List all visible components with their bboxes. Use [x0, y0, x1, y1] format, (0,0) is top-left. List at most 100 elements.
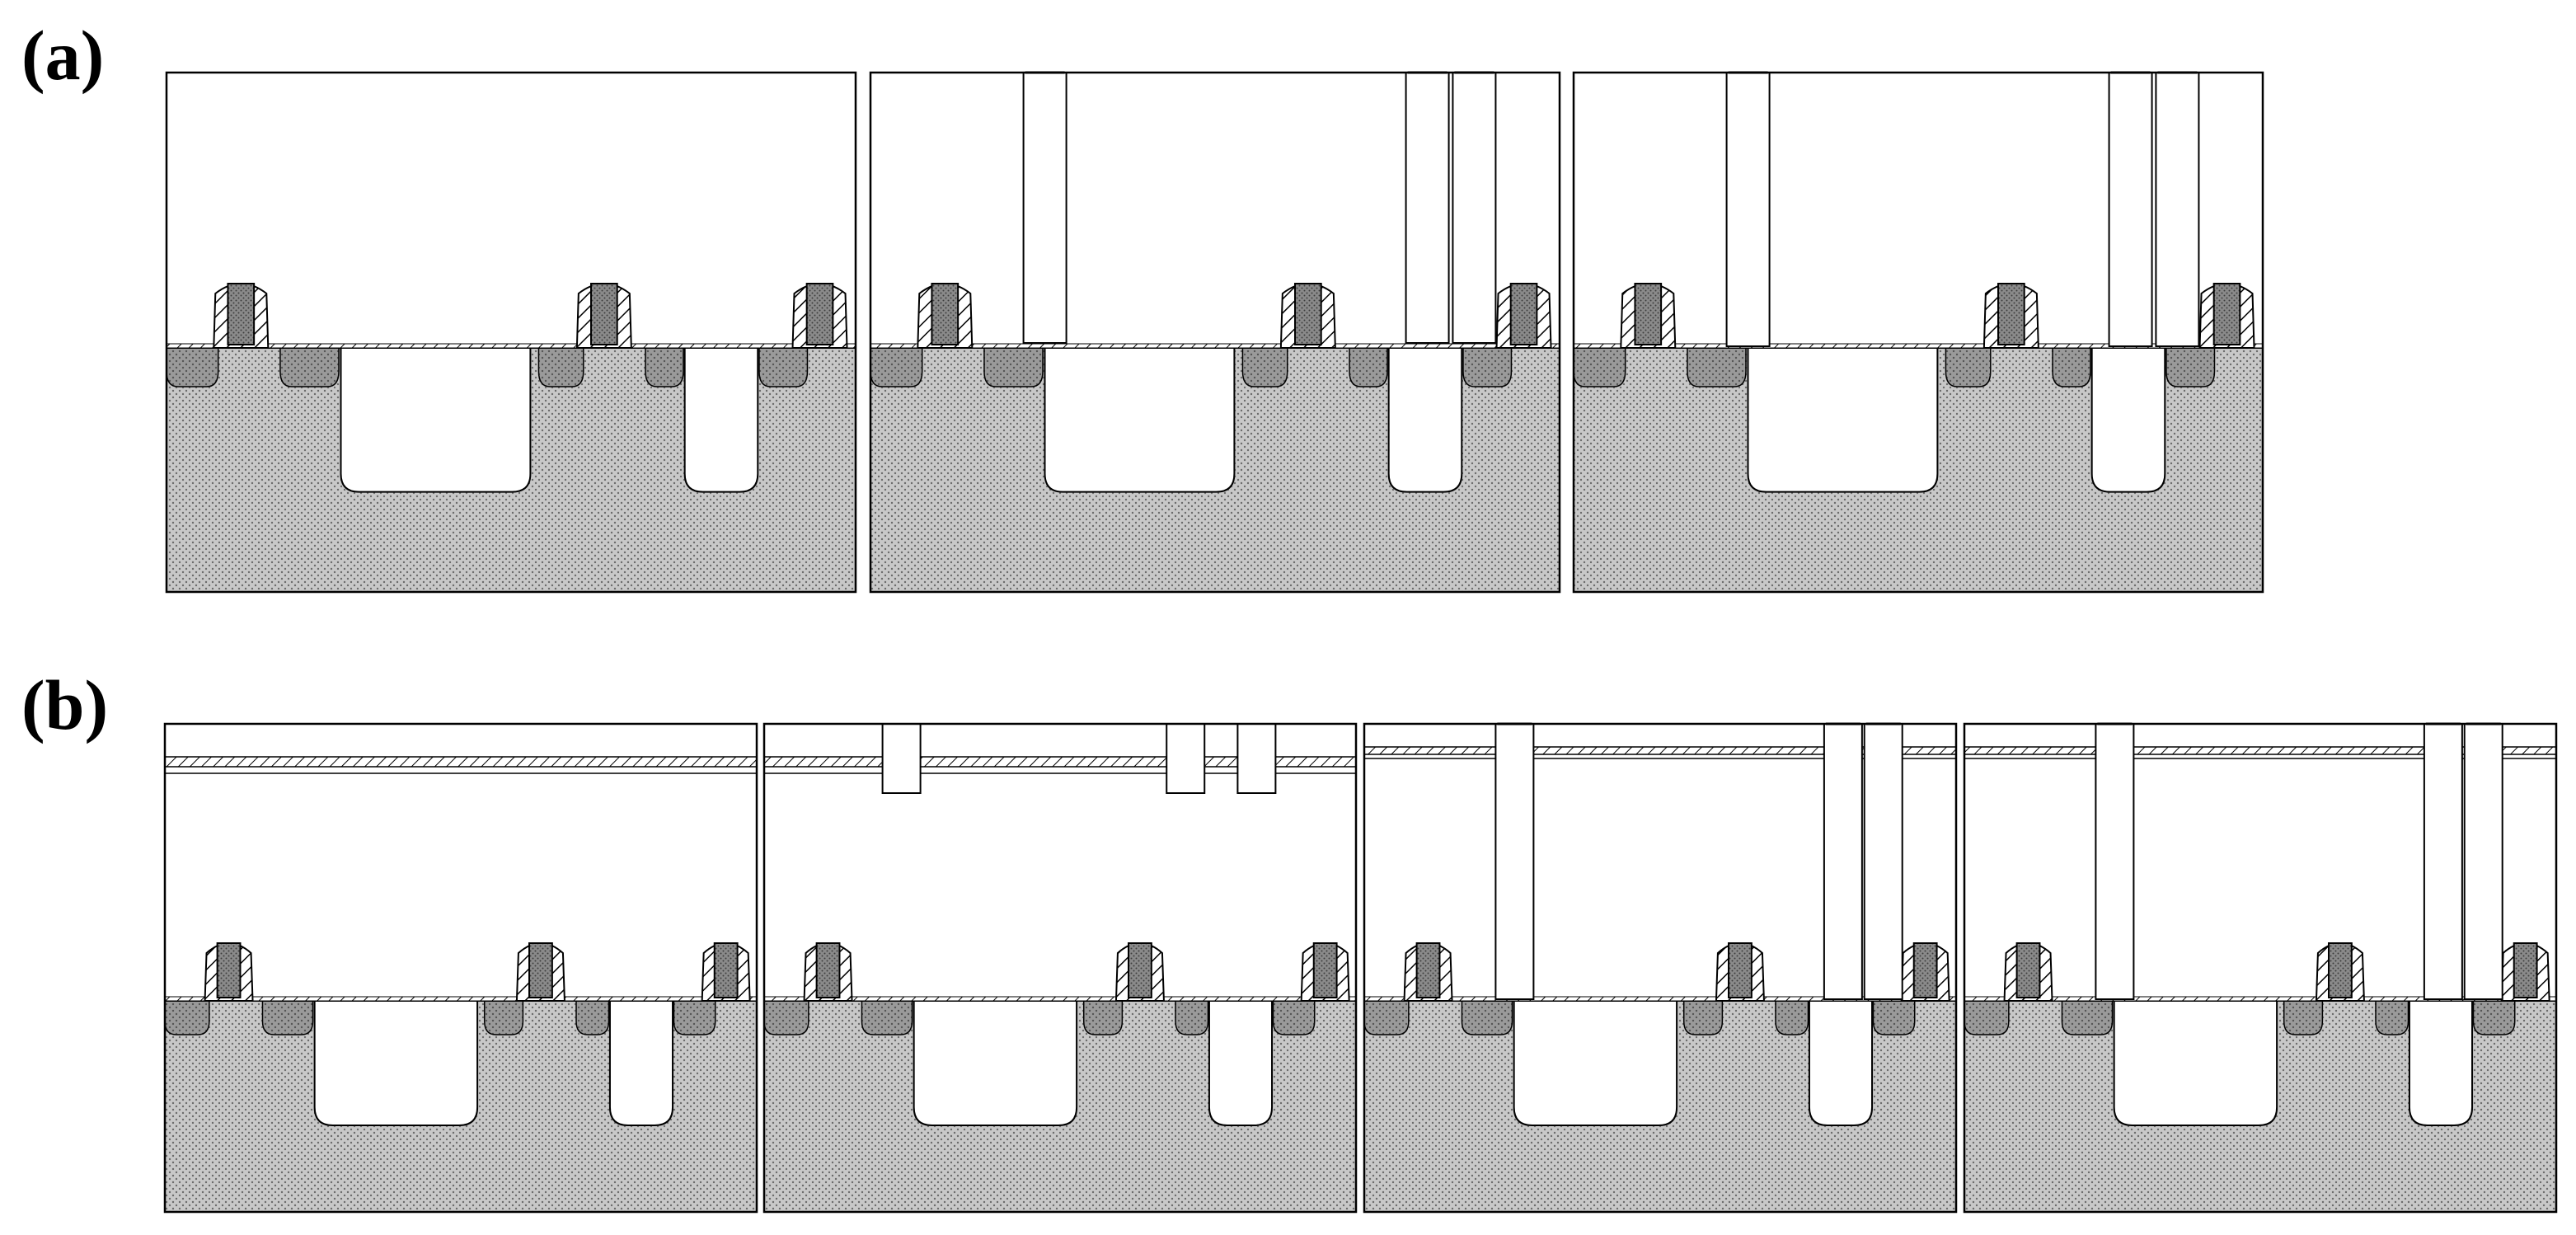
junction-region: [763, 1000, 809, 1035]
junction-region: [1775, 1000, 1809, 1035]
junction-region: [2061, 1000, 2114, 1035]
junction-region: [164, 1000, 210, 1035]
contact-hole: [1725, 72, 1771, 347]
contact-hole: [1405, 72, 1450, 344]
contact-hole: [1823, 723, 1863, 1000]
junction-region: [870, 347, 923, 387]
junction-region: [1945, 347, 1992, 387]
junction-region: [1964, 1000, 2010, 1035]
panel-frame: [762, 722, 1358, 1214]
junction-region: [2375, 1000, 2409, 1035]
panel-1-0: [163, 722, 758, 1214]
junction-region: [1175, 1000, 1209, 1035]
junction-region: [2052, 347, 2091, 387]
mask-opening: [881, 723, 922, 794]
panel-frame: [869, 71, 1561, 594]
panel-0-1: [869, 71, 1561, 594]
isolation-trench: [683, 347, 759, 493]
row-label-a: (a): [21, 16, 105, 95]
panel-1-2: [1363, 722, 1958, 1214]
gate-electrode: [528, 942, 553, 998]
row-label-b: (b): [21, 665, 109, 744]
junction-region: [1687, 347, 1747, 387]
junction-region: [983, 347, 1044, 387]
panel-0-2: [1572, 71, 2264, 594]
gate-electrode: [2513, 942, 2538, 998]
junction-region: [758, 347, 809, 387]
junction-region: [279, 347, 340, 387]
gate-electrode: [227, 283, 256, 345]
junction-region: [483, 1000, 524, 1035]
dielectric-layer: [166, 72, 856, 349]
isolation-trench: [2408, 1000, 2474, 1127]
junction-region: [1682, 1000, 1724, 1035]
gate-electrode: [1997, 283, 2025, 345]
junction-region: [2472, 1000, 2516, 1035]
panel-1-1: [762, 722, 1358, 1214]
surface-liner: [166, 343, 856, 349]
gate-electrode: [1509, 283, 1538, 345]
junction-region: [2283, 1000, 2324, 1035]
panel-frame: [1572, 71, 2264, 594]
junction-region: [645, 347, 684, 387]
contact-hole: [2095, 723, 2135, 1000]
isolation-well: [340, 347, 532, 493]
gate-electrode: [590, 283, 618, 345]
junction-region: [1363, 1000, 1410, 1035]
gate-electrode: [1415, 942, 1441, 998]
gate-electrode: [2212, 283, 2241, 345]
isolation-well: [1513, 1000, 1678, 1127]
gate-electrode: [2015, 942, 2041, 998]
contact-hole: [1022, 72, 1067, 344]
contact-hole: [1863, 723, 1903, 1000]
contact-hole: [1494, 723, 1535, 1000]
contact-hole: [1452, 72, 1497, 344]
junction-region: [1349, 347, 1388, 387]
isolation-well: [2113, 1000, 2278, 1127]
isolation-well: [313, 1000, 479, 1127]
isolation-trench: [2090, 347, 2166, 493]
panel-frame: [163, 722, 758, 1214]
junction-region: [861, 1000, 913, 1035]
gate-electrode: [805, 283, 834, 345]
hardmask-film: [164, 756, 758, 768]
dielectric-layer: [164, 723, 758, 1002]
junction-region: [1082, 1000, 1124, 1035]
gate-electrode: [1312, 942, 1338, 998]
surface-liner: [164, 996, 758, 1002]
gate-electrode: [1294, 283, 1322, 345]
gate-electrode: [713, 942, 739, 998]
isolation-trench: [1208, 1000, 1274, 1127]
isolation-trench: [1808, 1000, 1874, 1127]
junction-region: [166, 347, 219, 387]
junction-region: [1272, 1000, 1316, 1035]
panel-frame: [1963, 722, 2558, 1214]
gate-electrode: [1912, 942, 1938, 998]
gate-electrode: [2328, 942, 2353, 998]
junction-region: [537, 347, 584, 387]
gate-electrode: [216, 942, 242, 998]
isolation-well: [1044, 347, 1236, 493]
gate-electrode: [1128, 942, 1152, 998]
panel-frame: [165, 71, 857, 594]
isolation-well: [1747, 347, 1939, 493]
contact-hole: [2463, 723, 2503, 1000]
junction-region: [1462, 347, 1513, 387]
gate-electrode: [1728, 942, 1753, 998]
contact-hole: [2108, 72, 2153, 347]
isolation-trench: [1387, 347, 1463, 493]
junction-region: [673, 1000, 716, 1035]
gate-electrode: [931, 283, 960, 345]
gate-electrode: [815, 942, 841, 998]
mask-opening: [1166, 723, 1206, 794]
gate-electrode: [1634, 283, 1663, 345]
panel-0-0: [165, 71, 857, 594]
isolation-well: [913, 1000, 1078, 1127]
contact-hole: [2155, 72, 2200, 347]
isolation-trench: [608, 1000, 674, 1127]
junction-region: [575, 1000, 610, 1035]
contact-hole: [2423, 723, 2463, 1000]
junction-region: [1461, 1000, 1513, 1035]
